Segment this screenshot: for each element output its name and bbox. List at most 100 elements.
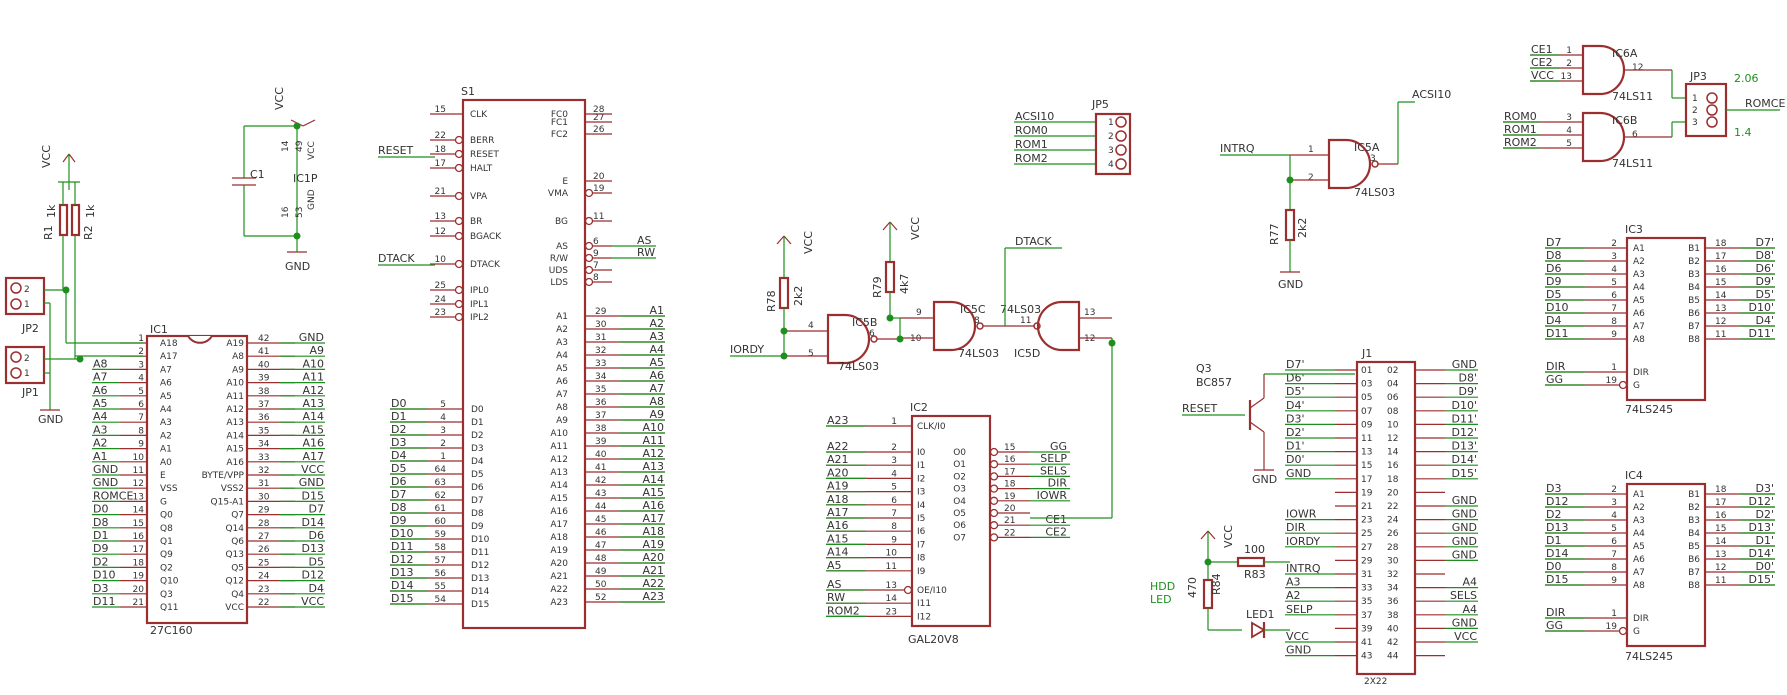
s1-ctl-pin-number: 23 bbox=[435, 308, 446, 318]
ic1-right-net-label: A11 bbox=[302, 371, 324, 384]
ic5c-gate: IC5C 74LS03 9 10 8 bbox=[896, 300, 1035, 360]
ic6b-label: IC6B bbox=[1612, 114, 1637, 127]
ic3-b-pin-number: 15 bbox=[1715, 278, 1726, 288]
s1-addr-net-label: A13 bbox=[642, 460, 664, 473]
ic2-out-pin-number: 18 bbox=[1004, 480, 1016, 490]
ic6a-in-net-label: CE1 bbox=[1531, 43, 1553, 56]
ic2-in-pin-name: I2 bbox=[917, 474, 925, 484]
s1-addr-net-label: A7 bbox=[649, 382, 664, 395]
ic1-left-pin-name: Q1 bbox=[160, 537, 173, 547]
j1-right-net-label: D13' bbox=[1452, 440, 1478, 453]
s1-addr-pin-number: 30 bbox=[595, 320, 607, 330]
ic2-out-bubble bbox=[989, 496, 999, 505]
j1-left-net-label: D0' bbox=[1286, 453, 1305, 466]
j1-left-pin-number: 29 bbox=[1361, 556, 1373, 566]
ic5d-gate: 74LS03 IC5D 11 13 12 DTACK bbox=[1000, 235, 1116, 518]
ic2-out-bubble bbox=[989, 472, 999, 481]
s1-addr-net-label: A22 bbox=[642, 577, 664, 590]
ic1-right-pin-name: Q15-A1 bbox=[211, 497, 244, 507]
ic2-out-bubble bbox=[989, 460, 999, 469]
q3-part: BC857 bbox=[1196, 376, 1232, 389]
jp5-net-label: ACSI10 bbox=[1015, 110, 1054, 123]
s1-status-pin-number: 28 bbox=[593, 105, 605, 115]
c1-ic1p: VCC C1 IC1P 14 49 VCC 16 53 GND GND bbox=[232, 87, 318, 273]
ic5d-out-pin: 13 bbox=[1084, 308, 1095, 318]
ic2-out-pin-name: O1 bbox=[953, 460, 966, 470]
s1-addr-pin-number: 33 bbox=[595, 359, 606, 369]
j1-left-net-label: SELP bbox=[1286, 603, 1313, 616]
s1-addr-pin-number: 49 bbox=[595, 567, 607, 577]
ic1-left-pin-name: Q0 bbox=[160, 511, 173, 521]
ic1-right-pin-name: BYTE/VPP bbox=[202, 471, 245, 481]
s1-invert-bubble bbox=[454, 299, 464, 309]
gnd-label-jp1: GND bbox=[38, 413, 63, 426]
ic4-b-net-label: D15' bbox=[1749, 573, 1775, 586]
ic4-a-pin-number: 5 bbox=[1611, 524, 1617, 534]
s1-addr-net-label: A8 bbox=[649, 395, 664, 408]
s1-invert-bubble bbox=[454, 231, 464, 241]
s1-addr-net-label: A14 bbox=[642, 473, 664, 486]
ic1-left-net-label: D9 bbox=[93, 542, 108, 555]
ic2-out-pin-number: 22 bbox=[1004, 528, 1015, 538]
s1-addr-pin-number: 48 bbox=[595, 554, 607, 564]
s1-ctl-pin-number: 22 bbox=[435, 131, 446, 141]
ic5a-out-pin: 3 bbox=[1370, 154, 1376, 164]
ic4-a-pin-number: 4 bbox=[1611, 511, 1617, 521]
s1-ctl-pin-number: 17 bbox=[435, 159, 446, 169]
ic1-right-pin-name: Q4 bbox=[231, 590, 244, 600]
ic6b-in-pin-number: 3 bbox=[1566, 113, 1572, 123]
ic3-g-bubble bbox=[1618, 380, 1628, 390]
s1-ctl-pin-number: 21 bbox=[435, 187, 446, 197]
s1-ctl-pin-name: IPL2 bbox=[470, 313, 489, 323]
s1-addr-net-label: A3 bbox=[649, 330, 664, 343]
svg-text:GND: GND bbox=[307, 189, 317, 210]
s1-status-pin-number: 8 bbox=[593, 273, 599, 283]
s1-invert-bubble bbox=[454, 312, 464, 322]
ic6a-in-net-label: VCC bbox=[1531, 69, 1554, 82]
jp5-pin-number: 4 bbox=[1108, 160, 1114, 170]
s1-addr-pin-name: A21 bbox=[550, 572, 568, 582]
r78-label: R78 bbox=[765, 290, 778, 312]
ic3-a-pin-name: A8 bbox=[1633, 335, 1645, 345]
s1-data-pin-name: D3 bbox=[471, 444, 484, 454]
ic1-left-net-label: A8 bbox=[93, 357, 108, 370]
ic3-b-pin-name: B3 bbox=[1688, 270, 1700, 280]
s1-status-pin-name: R/W bbox=[550, 254, 568, 264]
s1-data-net-label: D4 bbox=[391, 449, 406, 462]
j1-left-net-label: A2 bbox=[1286, 589, 1301, 602]
svg-text:16: 16 bbox=[281, 206, 291, 218]
led1-label: LED1 bbox=[1246, 608, 1275, 621]
ic1-right-net-label: D6 bbox=[309, 529, 324, 542]
s1-addr-pin-name: A12 bbox=[550, 455, 568, 465]
ic3-b-pin-number: 11 bbox=[1715, 330, 1726, 340]
j1-left-net-label: A3 bbox=[1286, 576, 1301, 589]
ic1-right-pin-number: 34 bbox=[258, 440, 270, 450]
s1-ctl-pin-name: HALT bbox=[470, 164, 493, 174]
ic4-a-net-label: D15 bbox=[1546, 573, 1568, 586]
s1-status-pin-name: FC2 bbox=[551, 130, 568, 140]
j1-right-net-label: D8' bbox=[1459, 372, 1478, 385]
j1-right-net-label: GND bbox=[1452, 494, 1477, 507]
ic2-out-pin-number: 21 bbox=[1004, 516, 1015, 526]
s1-invert-bubble bbox=[454, 149, 464, 159]
ic6a-in-pin-number: 13 bbox=[1561, 72, 1572, 82]
j1-right-pin-number: 32 bbox=[1387, 570, 1398, 580]
s1-status-pin-number: 7 bbox=[593, 261, 599, 271]
ic2-in-net-label: A16 bbox=[827, 519, 849, 532]
s1-addr-pin-number: 37 bbox=[595, 411, 606, 421]
ic1-right-pin-number: 40 bbox=[258, 360, 270, 370]
j1-right-net-label: A4 bbox=[1462, 576, 1477, 589]
ic4-a-pin-number: 3 bbox=[1611, 498, 1617, 508]
ic6a-in-net-label: CE2 bbox=[1531, 56, 1553, 69]
ic1-left-pin-number: 6 bbox=[138, 400, 144, 410]
s1-invert-bubble bbox=[584, 241, 594, 251]
j1-left-net-label: D1' bbox=[1286, 440, 1305, 453]
jp5-pin bbox=[1115, 130, 1127, 142]
ic1-left-net-label: D1 bbox=[93, 529, 108, 542]
s1-status-pin-name: BG bbox=[555, 217, 568, 227]
s1-invert-bubble bbox=[454, 216, 464, 226]
ic1-left-pin-number: 7 bbox=[138, 413, 144, 423]
jp2: 21 JP2 bbox=[4, 276, 46, 335]
j1-left-net-label: VCC bbox=[1286, 630, 1309, 643]
